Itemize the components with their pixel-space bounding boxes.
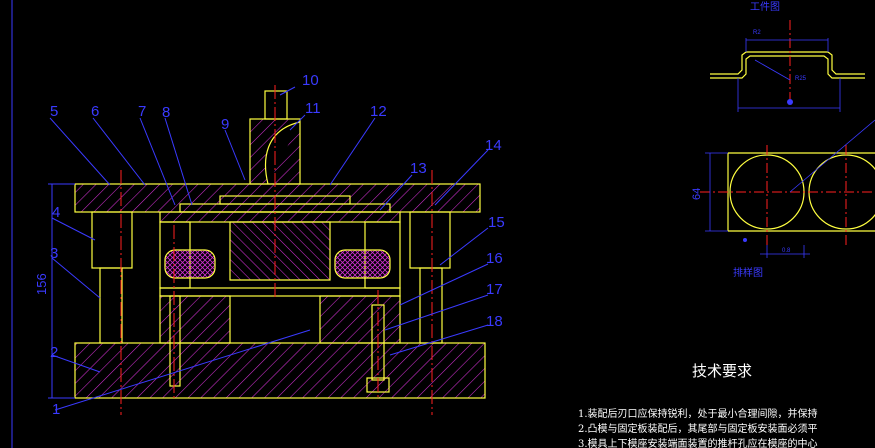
upper-die-base xyxy=(74,183,481,213)
lower-die-left xyxy=(159,295,231,344)
die-section xyxy=(74,90,486,399)
part-number: 6 xyxy=(91,103,99,120)
part-number: 18 xyxy=(486,313,503,330)
workpiece-dim-a: R2 xyxy=(753,30,761,36)
right-guide-post xyxy=(419,267,443,344)
workpiece-caption: 工件图 xyxy=(750,1,780,13)
tech-req-line: 3.模具上下模座安装端面装置的推杆孔应在模座的中心 xyxy=(578,437,818,448)
height-dimension xyxy=(48,183,75,399)
layout-caption: 排样图 xyxy=(733,266,763,279)
workpiece-dim-b: R25 xyxy=(795,76,807,82)
rubber-pad-right xyxy=(334,249,391,279)
punch-block xyxy=(229,221,331,281)
part-number: 14 xyxy=(485,137,502,154)
part-number: 16 xyxy=(486,250,503,267)
part-number: 8 xyxy=(162,104,170,121)
part-number: 7 xyxy=(138,103,146,120)
part-number: 10 xyxy=(302,72,319,89)
part-number: 2 xyxy=(50,344,58,361)
part-number: 4 xyxy=(52,204,60,221)
rubber-pad-left xyxy=(164,249,216,279)
strip-width-dim: 64 xyxy=(691,188,703,200)
strip-gap-dim: 0.8 xyxy=(782,248,791,254)
die-handle-curve xyxy=(265,121,301,185)
part-number: 1 xyxy=(52,401,60,418)
die-handle-top xyxy=(264,90,288,120)
part-number: 9 xyxy=(221,116,229,133)
stripper-plate xyxy=(159,287,401,297)
top-plate-inner xyxy=(179,203,391,213)
centerlines xyxy=(120,85,433,415)
ejector-left xyxy=(169,295,181,387)
workpiece-drawing: R2 R25 xyxy=(710,20,865,112)
part-number: 13 xyxy=(410,160,427,177)
left-guide-sleeve xyxy=(91,211,133,269)
tech-req-line: 2.凸模与固定板装配后，其尾部与固定板安装面必须平 xyxy=(578,422,818,435)
height-dimension-text: 156 xyxy=(34,273,49,295)
leader-lines xyxy=(49,86,489,411)
part-number: 12 xyxy=(370,103,387,120)
fixing-plate xyxy=(159,211,401,223)
part-number: 15 xyxy=(488,214,505,231)
left-guide-post xyxy=(99,267,123,344)
part-number: 5 xyxy=(50,103,58,120)
tech-req-title: 技术要求 xyxy=(692,362,752,380)
lower-die-base xyxy=(74,342,486,399)
strip-layout-drawing: 64 0.8 xyxy=(691,119,875,258)
right-guide-sleeve xyxy=(409,211,451,269)
part-number: 17 xyxy=(486,281,503,298)
tech-req-line: 1.装配后刃口应保持锐利，处于最小合理间隙，并保持 xyxy=(578,407,818,420)
part-number: 3 xyxy=(50,245,58,262)
lower-die-right xyxy=(319,295,401,344)
part-number: 11 xyxy=(305,100,321,117)
